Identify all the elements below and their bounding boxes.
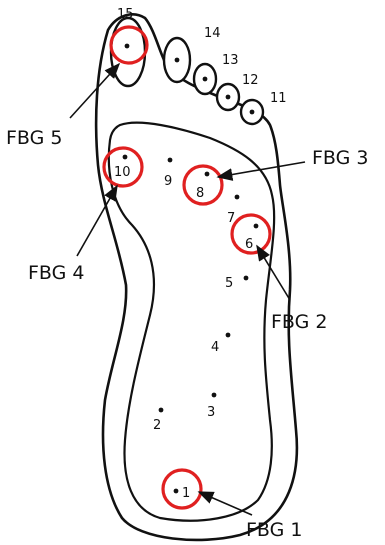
fbg1-label: FBG 1 [246, 519, 302, 541]
sensor-dot-1 [174, 489, 179, 494]
sensor-number-1: 1 [182, 486, 190, 501]
sensor-number-6: 6 [245, 237, 253, 252]
sensor-number-3: 3 [207, 405, 215, 420]
sensor-number-2: 2 [153, 418, 161, 433]
sensor-number-4: 4 [211, 340, 219, 355]
fbg3-label: FBG 3 [312, 147, 368, 169]
sensor-dot-2 [159, 408, 164, 413]
fbg5-label: FBG 5 [6, 127, 62, 149]
fbg4-label: FBG 4 [28, 262, 84, 284]
sensor-number-13: 13 [222, 53, 239, 68]
sensor-number-9: 9 [164, 174, 172, 189]
sensor-dot-6 [254, 224, 259, 229]
sensor-dot-5 [244, 276, 249, 281]
sensor-dot-14 [175, 58, 180, 63]
fbg5-arrow [70, 64, 119, 118]
sensor-number-12: 12 [242, 73, 259, 88]
sensor-number-11: 11 [270, 91, 287, 106]
sensor-number-8: 8 [196, 186, 204, 201]
sensor-dot-9 [168, 158, 173, 163]
sensor-dot-12 [226, 95, 231, 100]
sensor-dot-7 [235, 195, 240, 200]
fbg1-arrow [199, 492, 252, 515]
sensor-dot-8 [205, 172, 210, 177]
fbg2-arrow [257, 246, 290, 300]
sensor-number-15: 15 [117, 7, 134, 22]
sensor-dot-15 [125, 44, 130, 49]
foot-outline [96, 14, 297, 540]
sensor-number-14: 14 [204, 26, 221, 41]
sensor-dot-4 [226, 333, 231, 338]
sensor-number-5: 5 [225, 276, 233, 291]
sensor-dot-11 [250, 110, 255, 115]
sensor-dot-3 [212, 393, 217, 398]
sensor-dot-10 [123, 155, 128, 160]
fbg3-arrow [218, 162, 305, 177]
sensor-number-10: 10 [114, 165, 131, 180]
fbg2-label: FBG 2 [271, 311, 327, 333]
sensor-dot-13 [203, 77, 208, 82]
